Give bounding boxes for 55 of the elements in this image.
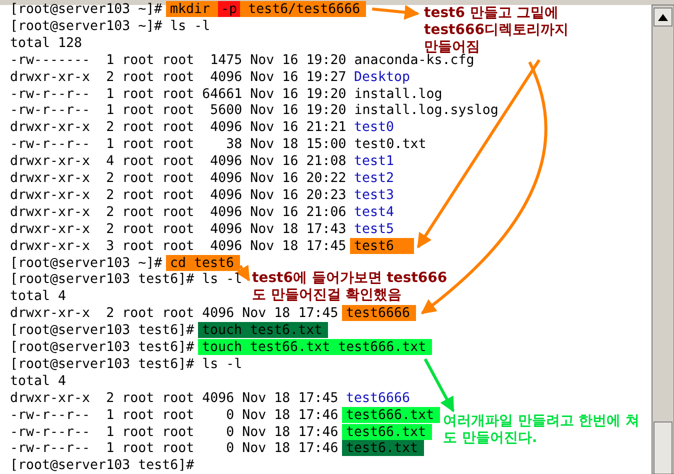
directory-name: test4 bbox=[354, 204, 394, 220]
terminal-text: -rw-r--r-- 1 root root 0 Nov 18 17:46 bbox=[10, 408, 338, 423]
highlighted-filename: test6666 bbox=[342, 305, 416, 322]
terminal-text: drwxr-xr-x 2 root root 4096 Nov 18 17:43 bbox=[10, 222, 346, 237]
command-text: test6/test6666 bbox=[248, 2, 360, 17]
directory-name: test6666 bbox=[346, 390, 410, 406]
directory-name: test5 bbox=[354, 222, 394, 237]
terminal-text: -rw------- 1 root root 1475 Nov 16 19:20 anaconda-ks.cfg bbox=[10, 52, 474, 68]
terminal-text: total 4 bbox=[10, 289, 66, 304]
annotation-note: 여러개파일 만들려고 한번에 쳐도 만들어진다. bbox=[443, 413, 648, 447]
annotation-note: test6에 들어가보면 test666도 만들어진걸 확인했음 bbox=[252, 270, 457, 304]
terminal-text: drwxr-xr-x 2 root root 4096 Nov 16 20:22 bbox=[10, 171, 346, 186]
arrow bbox=[420, 61, 548, 314]
arrow bbox=[424, 358, 455, 412]
highlighted-filename: test666.txt bbox=[342, 406, 440, 423]
terminal-text: -rw-r--r-- 1 root root 0 Nov 18 17:46 bbox=[10, 424, 338, 440]
terminal-text: [root@server103 test6]# bbox=[10, 340, 194, 355]
terminal-text: [root@server103 ~]# bbox=[10, 2, 162, 17]
highlighted-command: cd test6 bbox=[166, 254, 240, 270]
terminal-text: [root@server103 test6]# ls -l bbox=[10, 356, 242, 372]
command-text: mkdir bbox=[170, 2, 210, 17]
terminal-text: [root@server103 ~]# ls -l bbox=[10, 18, 210, 34]
terminal-text: -rw-r--r-- 1 root root 38 Nov 18 15:00 test0.txt bbox=[10, 137, 426, 152]
terminal-text: drwxr-xr-x 2 root root 4096 Nov 18 17:45 bbox=[10, 306, 338, 322]
terminal-text: [root@server103 test6]# bbox=[10, 458, 194, 474]
terminal-text: total 128 bbox=[10, 36, 82, 51]
terminal-text: -rw-r--r-- 1 root root 0 Nov 18 17:46 bbox=[10, 441, 338, 456]
terminal-text: drwxr-xr-x 2 root root 4096 Nov 16 21:06 bbox=[10, 204, 346, 220]
highlighted-filename: test6 bbox=[350, 238, 414, 254]
arrow bbox=[416, 59, 540, 248]
terminal-text: drwxr-xr-x 2 root root 4096 Nov 18 17:45 bbox=[10, 390, 338, 406]
terminal-text: [root@server103 test6]# ls -l bbox=[10, 272, 242, 288]
highlighted-filename: test66.txt bbox=[342, 424, 432, 440]
terminal-text: drwxr-xr-x 2 root root 4096 Nov 16 19:27 bbox=[10, 70, 346, 85]
terminal-text: drwxr-xr-x 2 root root 4096 Nov 16 20:23 bbox=[10, 188, 346, 203]
option-highlight: -p bbox=[218, 1, 240, 17]
terminal-text: [root@server103 ~]# bbox=[10, 256, 162, 270]
terminal-text: total 4 bbox=[10, 374, 66, 389]
arrow bbox=[236, 264, 250, 282]
directory-name: Desktop bbox=[354, 70, 410, 85]
terminal-text: [root@server103 test6]# bbox=[10, 323, 194, 338]
directory-name: test2 bbox=[354, 171, 394, 186]
highlighted-filename: test6.txt bbox=[342, 440, 424, 456]
highlighted-command: touch test6.txt bbox=[198, 322, 328, 338]
terminal-text: drwxr-xr-x 4 root root 4096 Nov 16 21:08 bbox=[10, 154, 346, 170]
terminal-text: drwxr-xr-x 3 root root 4096 Nov 18 17:45 bbox=[10, 238, 346, 254]
highlighted-command: touch test66.txt test666.txt bbox=[198, 339, 432, 355]
terminal-text: drwxr-xr-x 2 root root 4096 Nov 16 21:21 bbox=[10, 120, 346, 136]
directory-name: test3 bbox=[354, 188, 394, 203]
arrow bbox=[372, 4, 420, 20]
terminal-text: -rw-r--r-- 1 root root 5600 Nov 16 19:20 install.log.syslog bbox=[10, 103, 498, 118]
directory-name: test0 bbox=[354, 120, 394, 136]
highlighted-command bbox=[166, 1, 366, 17]
terminal-text: -rw-r--r-- 1 root root 64661 Nov 16 19:20 install.log bbox=[10, 86, 442, 102]
directory-name: test1 bbox=[354, 154, 394, 170]
